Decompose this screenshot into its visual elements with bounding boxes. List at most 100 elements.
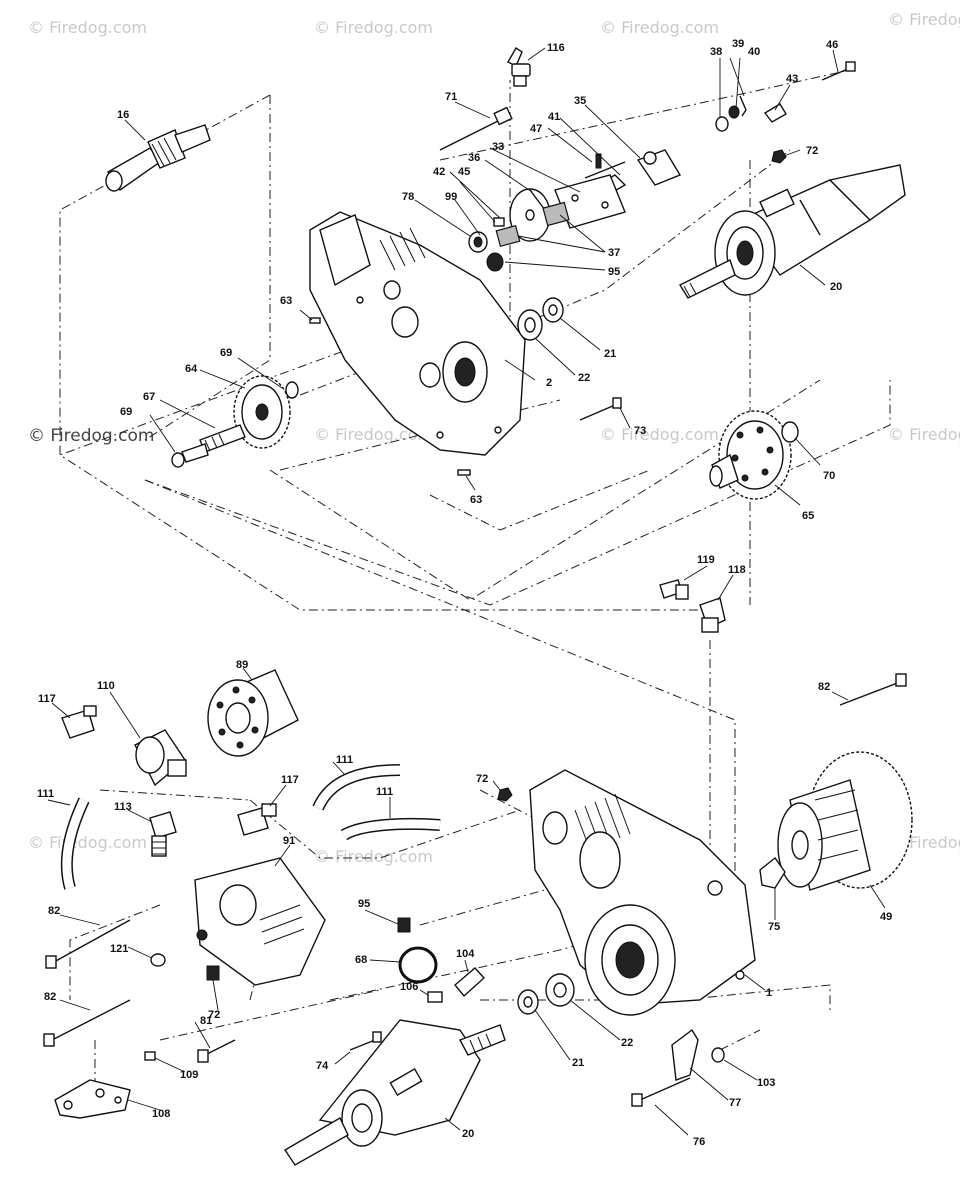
callout: 95 xyxy=(358,898,370,910)
callout: 69 xyxy=(220,347,232,359)
watermark: © Firedog.com xyxy=(888,425,960,444)
watermark: © Firedog.com xyxy=(28,426,154,446)
housing-full-1 xyxy=(529,769,756,1016)
callout: 46 xyxy=(826,39,838,51)
watermark: © Firedog.com xyxy=(314,18,433,37)
nut-72-top xyxy=(771,149,787,164)
bolt-71 xyxy=(439,106,513,151)
callout: 2 xyxy=(546,377,552,389)
washer-75 xyxy=(759,856,786,889)
callout: 42 xyxy=(433,166,445,178)
shaft-gear-16 xyxy=(105,124,211,192)
watermark: © Firedog.com xyxy=(314,847,433,866)
fitting-118 xyxy=(699,597,726,633)
bolt-73 xyxy=(579,397,622,421)
filter-89 xyxy=(207,669,299,757)
callout: 119 xyxy=(697,554,715,566)
bolt-82-right xyxy=(839,673,907,706)
washer-103 xyxy=(711,1047,725,1063)
callout: 43 xyxy=(786,73,798,85)
o-ring-121 xyxy=(150,953,166,967)
watermark-layer: © Firedog.com © Firedog.com © Firedog.co… xyxy=(28,10,960,866)
bolt-74 xyxy=(349,1031,382,1051)
housing-half-2 xyxy=(309,211,526,456)
callout: 16 xyxy=(117,109,129,121)
callout: 37 xyxy=(608,247,620,259)
callout: 33 xyxy=(492,141,504,153)
callout: 41 xyxy=(548,111,560,123)
axle-assembly-20-top xyxy=(679,164,906,299)
callout: 108 xyxy=(152,1108,170,1120)
callout: 72 xyxy=(476,773,488,785)
callout: 116 xyxy=(547,42,565,54)
washer-group-38-40 xyxy=(715,95,747,132)
watermark: © Firedog.com xyxy=(28,833,147,852)
callout: 113 xyxy=(114,801,132,813)
watermark: © Firedog.com xyxy=(600,425,719,444)
callout: 70 xyxy=(823,470,835,482)
callout: 74 xyxy=(316,1060,329,1072)
callout: 36 xyxy=(468,152,480,164)
callout: 35 xyxy=(574,95,586,107)
callout: 20 xyxy=(462,1128,474,1140)
callout: 63 xyxy=(280,295,292,307)
pin-43 xyxy=(763,103,787,123)
valve-block-37 xyxy=(495,201,570,248)
washer-21-22-top xyxy=(517,297,564,341)
callout: 72 xyxy=(208,1009,220,1021)
nut-72-lower xyxy=(206,965,220,981)
callout: 76 xyxy=(693,1136,705,1148)
callout: 68 xyxy=(355,954,367,966)
leader-lines xyxy=(47,47,886,1136)
callout-labels: 116 38 39 40 46 16 71 43 72 35 47 41 33 … xyxy=(37,38,892,1148)
nut-72-housing xyxy=(497,787,513,802)
callout: 39 xyxy=(732,38,744,50)
callout: 121 xyxy=(110,943,128,955)
callout: 111 xyxy=(376,786,393,798)
small-parts-42-99 xyxy=(468,217,505,272)
callout: 106 xyxy=(400,981,418,993)
callout: 103 xyxy=(757,1077,775,1089)
callout: 45 xyxy=(458,166,470,178)
pump-91 xyxy=(194,857,326,986)
bolt-76 xyxy=(631,1077,691,1107)
callout: 65 xyxy=(802,510,814,522)
fitting-117-right xyxy=(237,803,277,836)
callout: 81 xyxy=(200,1015,212,1027)
shaft-67 xyxy=(171,424,246,468)
valve-110 xyxy=(134,729,187,787)
fitting-119 xyxy=(659,579,689,600)
plug-95-lower xyxy=(397,917,411,933)
bolt-82-left-top xyxy=(45,919,131,969)
callout: 82 xyxy=(818,681,830,693)
fitting-116 xyxy=(507,47,531,87)
watermark: © Firedog.com xyxy=(600,18,719,37)
callout: 117 xyxy=(281,774,299,786)
gear-64 xyxy=(233,375,299,449)
plug-106 xyxy=(427,991,443,1003)
o-ring-68 xyxy=(398,946,438,984)
bolt-82-left-bottom xyxy=(43,999,131,1047)
callout: 40 xyxy=(748,46,760,58)
callout: 38 xyxy=(710,46,722,58)
callout: 104 xyxy=(456,948,475,960)
callout: 111 xyxy=(37,788,54,800)
fitting-113 xyxy=(149,811,177,857)
hose-111 xyxy=(60,764,441,890)
callout: 91 xyxy=(283,835,295,847)
fitting-104 xyxy=(454,967,485,998)
callout: 22 xyxy=(578,372,590,384)
callout: 110 xyxy=(97,680,115,692)
pin-63 xyxy=(309,317,471,476)
callout: 49 xyxy=(880,911,892,923)
callout: 111 xyxy=(336,754,353,766)
callout: 21 xyxy=(572,1057,584,1069)
bracket-108 xyxy=(54,1079,131,1119)
callout: 1 xyxy=(766,987,772,999)
gear-65 xyxy=(709,410,799,500)
callout: 63 xyxy=(470,494,482,506)
callout: 64 xyxy=(185,363,198,375)
callout: 78 xyxy=(402,191,414,203)
callout: 69 xyxy=(120,406,132,418)
